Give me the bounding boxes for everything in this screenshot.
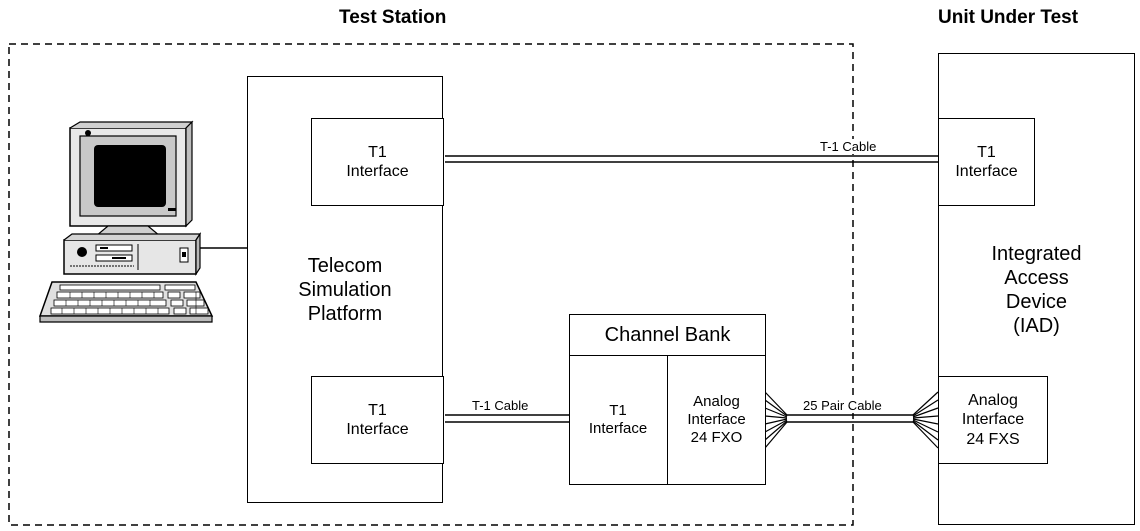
pair25-cable	[764, 391, 939, 449]
pair25-cable-label: 25 Pair Cable	[801, 398, 884, 413]
top-t1-cable-label: T-1 Cable	[818, 139, 879, 154]
iad-label: Integrated Access Device (IAD)	[991, 243, 1082, 337]
platform-t1-bottom-label: T1 Interface	[346, 401, 409, 438]
iad-t1-label: T1 Interface	[955, 143, 1018, 180]
pair25-fan-right	[912, 391, 939, 449]
bottom-t1-cable-label: T-1 Cable	[470, 398, 531, 413]
channel-bank-title: Channel Bank	[604, 323, 731, 346]
platform-t1-interface-bottom	[311, 376, 444, 464]
bottom-t1-cable	[445, 414, 569, 423]
pair25-fan-left	[764, 391, 788, 449]
iad-analog-label: Analog Interface 24 FXS	[961, 392, 1025, 448]
platform-t1-interface-top	[311, 118, 444, 206]
test-station-heading: Test Station	[339, 7, 447, 28]
platform-t1-top-label: T1 Interface	[346, 143, 409, 180]
top-t1-cable	[445, 155, 938, 163]
channel-bank-t1-label: T1 Interface	[588, 402, 648, 437]
iad-analog-interface	[938, 376, 1048, 464]
unit-under-test-heading: Unit Under Test	[938, 7, 1079, 28]
computer-workstation-icon	[38, 120, 214, 323]
platform-label: Telecom Simulation Platform	[298, 255, 392, 325]
channel-bank-center-divider	[667, 355, 668, 485]
channel-bank-analog-label: Analog Interface 24 FXO	[687, 393, 746, 446]
test-station-boundary	[8, 43, 854, 526]
iad-t1-interface	[938, 118, 1035, 206]
